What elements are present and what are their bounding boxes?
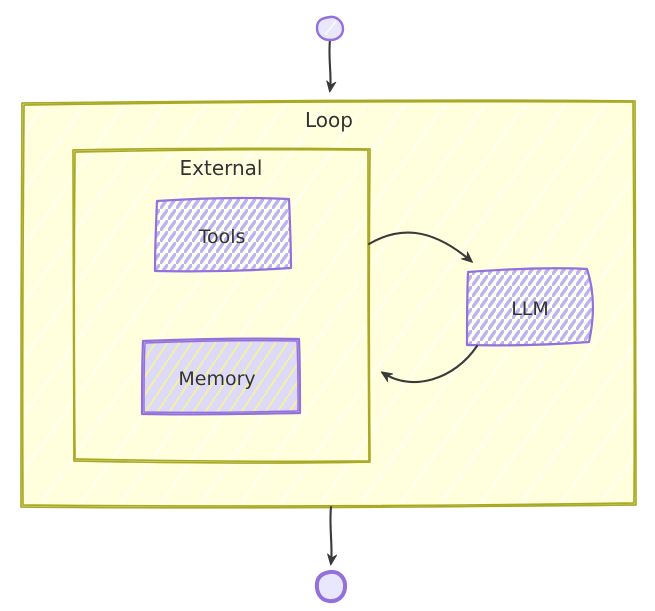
loop-box-border: [21, 100, 636, 507]
end-circle: [314, 569, 348, 604]
node-memory: Memory: [140, 337, 302, 416]
edge-llm-to-external: [380, 344, 479, 383]
memory-box-border: [140, 337, 302, 416]
llm-label: LLM: [511, 298, 549, 320]
loop-box-border-sketch: [20, 99, 637, 509]
edge-loop-to-end: [327, 505, 338, 566]
loop-label: Loop: [305, 108, 353, 132]
llm-box-border: [465, 267, 594, 347]
external-label: External: [180, 156, 263, 180]
node-tools: Tools: [153, 196, 293, 273]
tools-box-border: [153, 196, 293, 273]
tools-box-hachure: [155, 197, 291, 272]
edge-start-to-loop: [326, 38, 337, 93]
start-circle-highlight: [324, 20, 337, 36]
llm-box-hachure: [467, 268, 593, 346]
subgraph-external: External: [72, 147, 371, 464]
memory-label: Memory: [178, 368, 255, 390]
edge-external-to-llm: [367, 231, 474, 263]
external-box-border-sketch: [72, 147, 371, 464]
tools-label: Tools: [198, 226, 246, 248]
node-llm: LLM: [465, 267, 594, 347]
node-end: [314, 569, 348, 604]
node-start: [315, 15, 345, 42]
memory-box-hatch: [142, 338, 300, 415]
memory-box-border-sketch: [143, 339, 299, 414]
